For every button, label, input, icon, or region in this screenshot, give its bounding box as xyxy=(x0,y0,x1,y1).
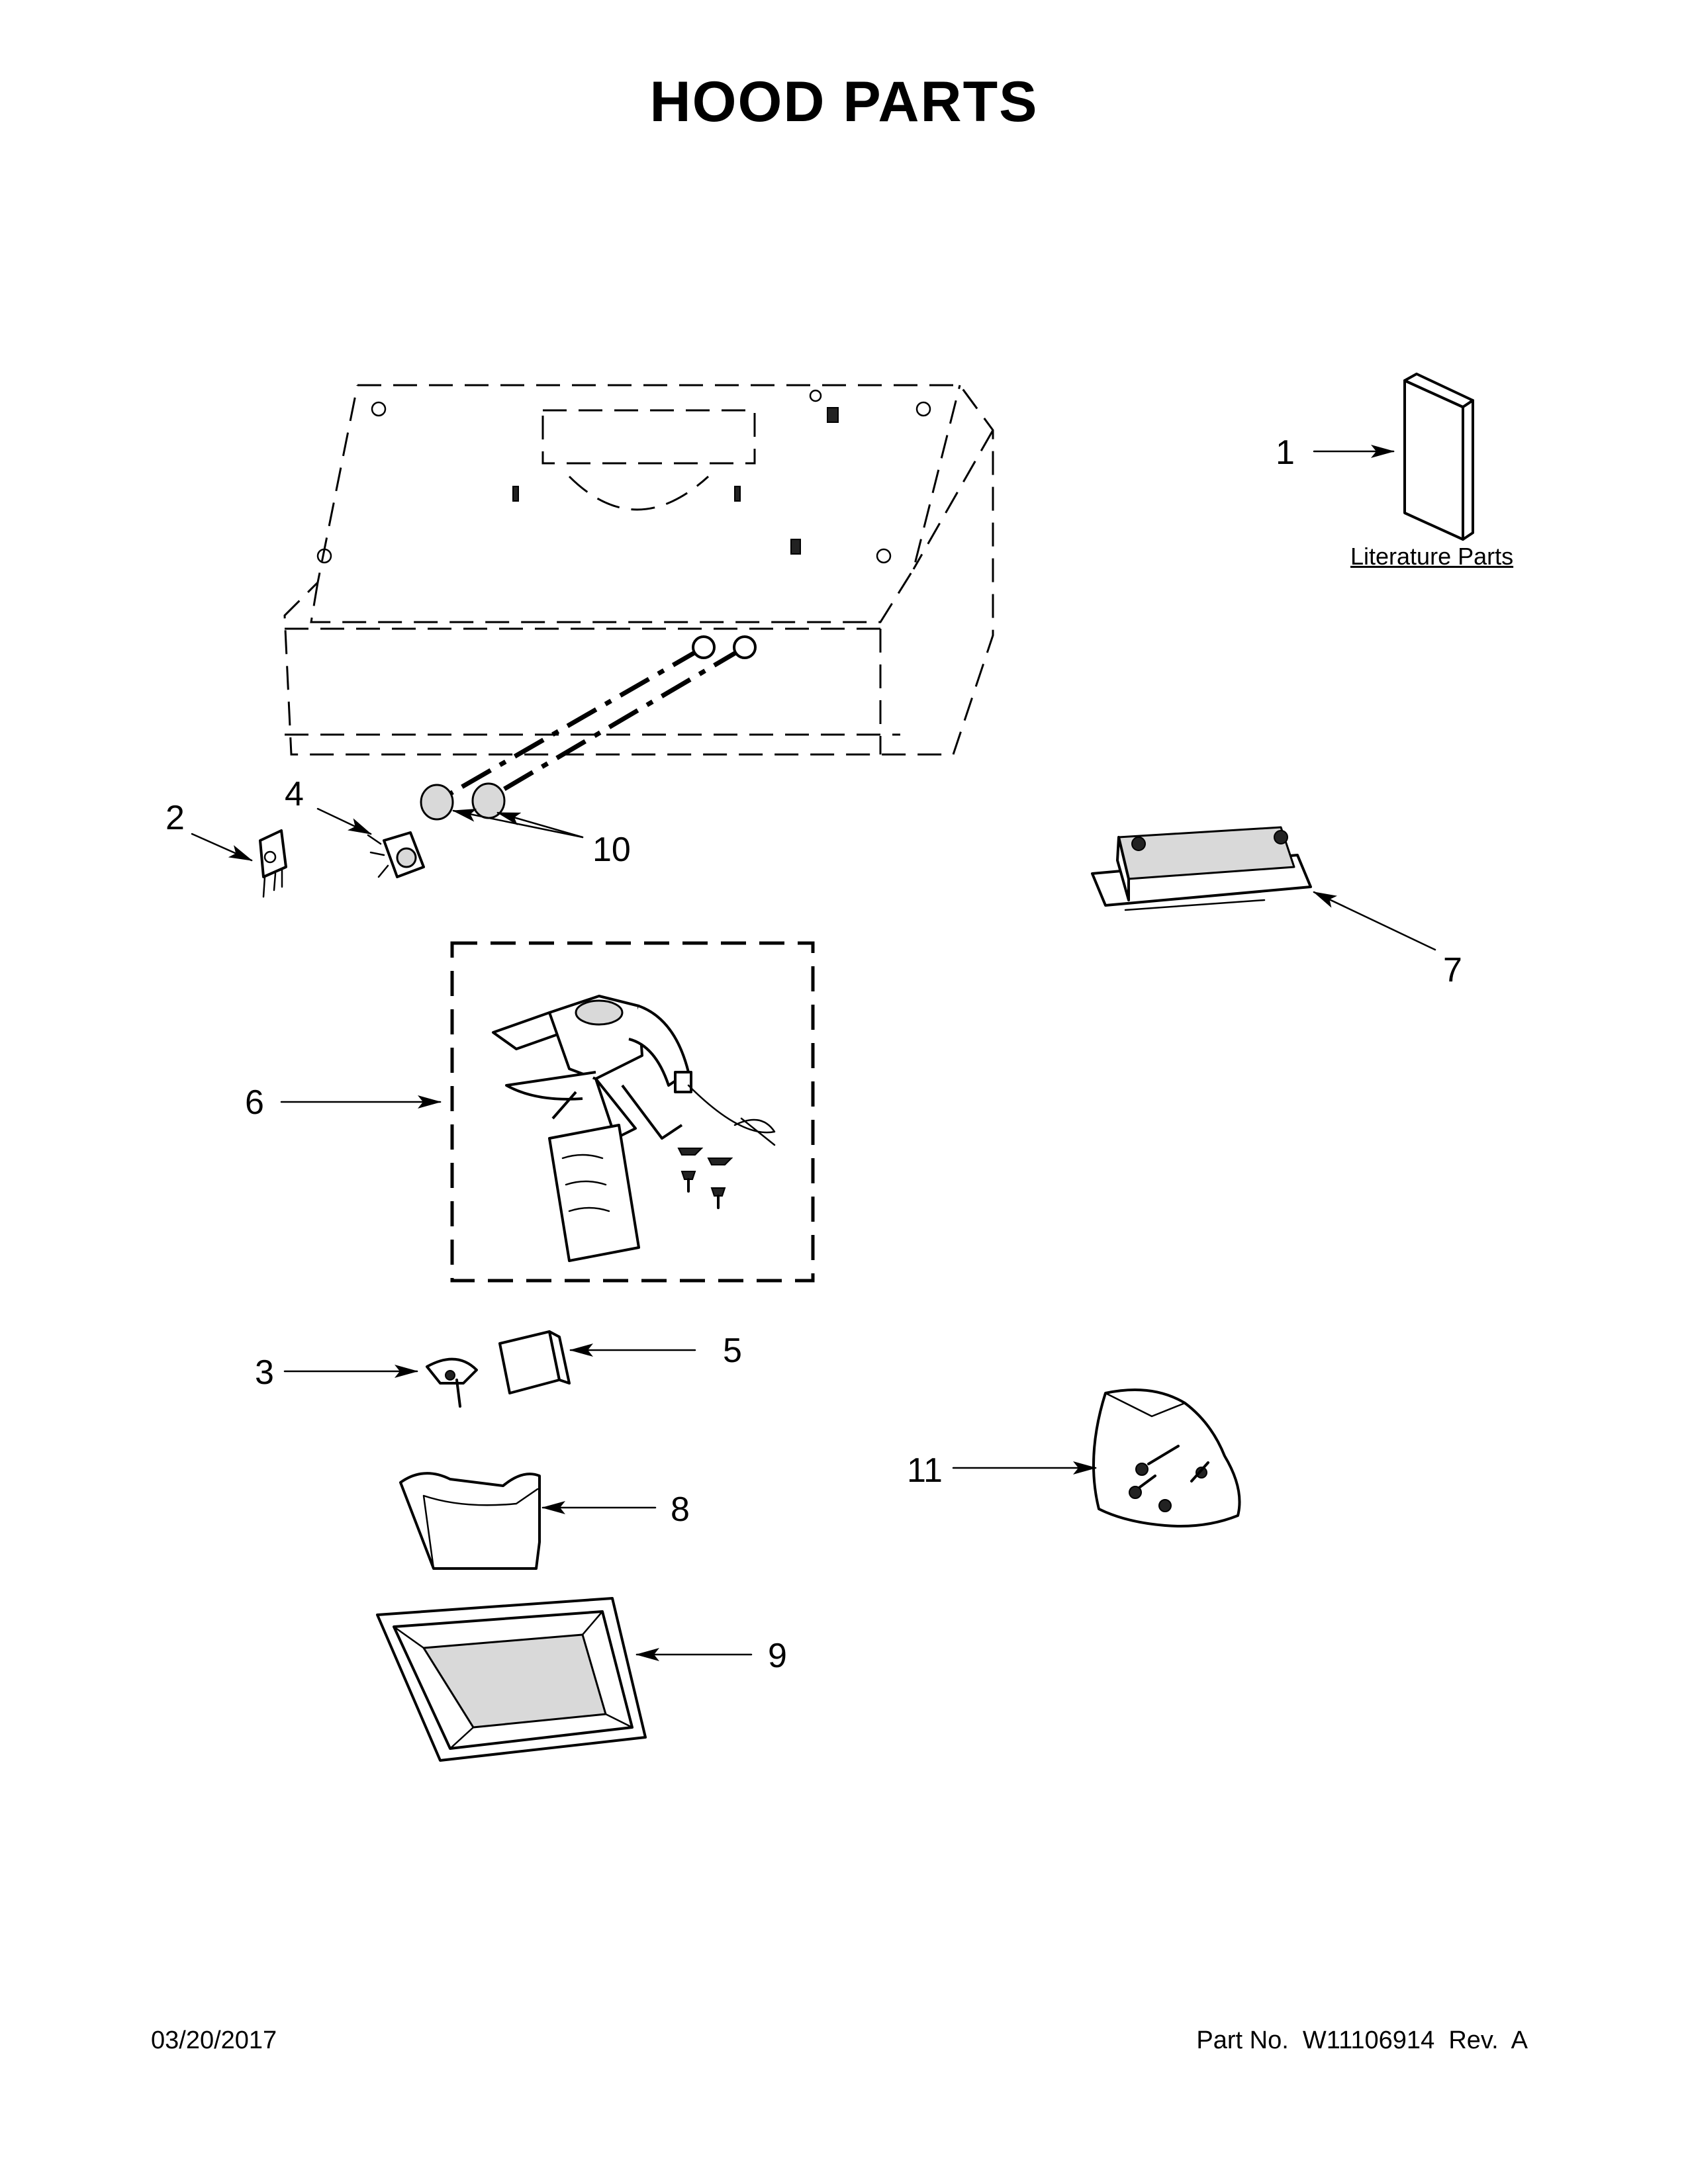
callout-1: 1 xyxy=(1276,433,1295,472)
literature-parts-label: Literature Parts xyxy=(1350,543,1514,570)
footer-date: 03/20/2017 xyxy=(151,2026,277,2054)
part-9-filter xyxy=(376,1597,753,1762)
callout-7: 7 xyxy=(1443,951,1462,989)
hood-body xyxy=(283,384,994,756)
part-7-bracket xyxy=(1091,826,1436,951)
callout-2: 2 xyxy=(165,799,185,837)
footer-part-number: Part No. W11106914 Rev. A xyxy=(1196,2026,1528,2054)
callout-9: 9 xyxy=(768,1637,787,1675)
callout-3: 3 xyxy=(255,1353,274,1392)
part-4-switch xyxy=(316,807,425,878)
part-6-motor-kit xyxy=(280,941,815,1283)
callout-5: 5 xyxy=(723,1332,742,1370)
part-5-cover xyxy=(498,1330,696,1394)
callout-8: 8 xyxy=(671,1490,690,1529)
part-10-knobs xyxy=(420,635,757,839)
page-title: HOOD PARTS xyxy=(649,70,1039,134)
callout-10: 10 xyxy=(592,831,631,869)
part-2-switch xyxy=(191,829,287,898)
part-8-lens xyxy=(399,1472,657,1570)
callout-11: 11 xyxy=(907,1451,943,1490)
part-11-hardware-bag xyxy=(952,1388,1241,1527)
callout-6: 6 xyxy=(245,1083,264,1122)
part-3-knob xyxy=(283,1357,478,1408)
part-1-literature xyxy=(1313,373,1474,541)
callout-4: 4 xyxy=(285,775,304,813)
